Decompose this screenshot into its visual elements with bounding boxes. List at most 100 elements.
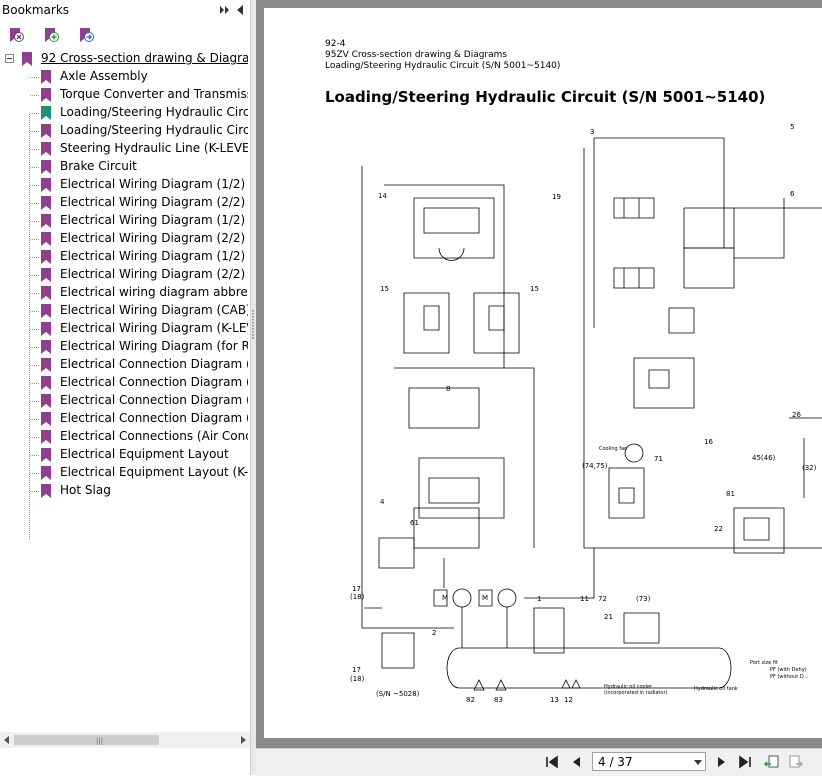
page-number-select[interactable]: 4 / 37 (592, 752, 706, 771)
tree-connector (30, 419, 40, 420)
tree-connector (30, 131, 40, 132)
bookmark-item[interactable]: Loading/Steering Hydraulic Circuit ( (0, 122, 248, 140)
bookmark-item[interactable]: Electrical Connection Diagram (S/N (0, 392, 248, 410)
label-n11: 11 (580, 595, 589, 603)
bookmark-icon (41, 376, 51, 390)
bookmark-item[interactable]: Electrical Wiring Diagram (CAB) (0, 302, 248, 320)
tree-connector (30, 365, 40, 366)
bookmark-item[interactable]: Electrical Wiring Diagram (1/2) (S/I (0, 176, 248, 194)
bookmark-item-label: Electrical Wiring Diagram (CAB) (60, 303, 248, 317)
bookmark-icon (41, 88, 51, 102)
document-viewer[interactable]: 92-4 95ZV Cross-section drawing & Diagra… (256, 0, 822, 748)
bookmark-item[interactable]: Hot Slag (0, 482, 248, 500)
bookmark-item[interactable]: Brake Circuit (0, 158, 248, 176)
bookmark-item-label: Electrical Wiring Diagram (2/2) (S/I (60, 195, 248, 209)
label-n6: 6 (790, 190, 795, 198)
bookmark-icon (41, 268, 51, 282)
label-oil-cooler-note: (incorporated in radiator) (604, 690, 667, 696)
label-n8: 8 (446, 385, 450, 393)
tree-connector (30, 113, 40, 114)
bookmark-item[interactable]: Torque Converter and Transmission (0, 86, 248, 104)
bookmark-icon (41, 304, 51, 318)
bookmark-item[interactable]: Electrical Connection Diagram (K-Li (0, 410, 248, 428)
tree-connector (30, 473, 40, 474)
bookmark-item[interactable]: Electrical Connection Diagram (S/N (0, 374, 248, 392)
bookmark-icon (41, 484, 51, 498)
bookmark-item[interactable]: Electrical wiring diagram abbreviatio (0, 284, 248, 302)
label-n16: 16 (704, 438, 713, 446)
bookmark-item[interactable]: Steering Hydraulic Line (K-LEVER) (0, 140, 248, 158)
bookmarks-panel: Bookmarks 92 Cross-section dr (0, 0, 251, 775)
tree-connector (30, 77, 40, 78)
chevron-down-icon[interactable] (694, 760, 702, 765)
bookmarks-toolbar (0, 22, 250, 48)
bookmark-icon (41, 214, 51, 228)
tree-connector (30, 383, 40, 384)
label-n15b: 15 (530, 285, 539, 293)
next-page-icon[interactable] (714, 754, 730, 770)
label-n5: 5 (790, 123, 794, 131)
hydraulic-schematic: 3 14 19 15 15 8 4 61 17 (18) 17 (18) (S/… (350, 123, 822, 704)
bookmark-item[interactable]: Electrical Wiring Diagram (K-LEVER (0, 320, 248, 338)
horizontal-scrollbar[interactable]: ||| (0, 732, 250, 748)
bookmark-item[interactable]: Electrical Equipment Layout (0, 446, 248, 464)
collapse-panel-icon[interactable] (219, 4, 231, 16)
previous-page-icon[interactable] (568, 754, 584, 770)
bookmark-root[interactable]: 92 Cross-section drawing & Diagrams (0, 50, 248, 68)
label-n14: 14 (378, 192, 387, 200)
label-n32: (32) (802, 464, 817, 472)
bookmark-item-label: Loading/Steering Hydraulic Circuit ( (60, 105, 248, 119)
tree-connector (30, 275, 40, 276)
bookmark-icon (41, 430, 51, 444)
bookmark-item[interactable]: Electrical Connections (Air Conditio (0, 428, 248, 446)
label-n26: 26 (792, 411, 801, 419)
label-n2: 2 (432, 629, 436, 637)
bookmark-item[interactable]: Loading/Steering Hydraulic Circuit ( (0, 104, 248, 122)
bookmark-icon (22, 52, 32, 66)
add-bookmark-icon[interactable] (42, 26, 60, 44)
label-n17b: 17 (352, 666, 361, 674)
tree-connector (30, 491, 40, 492)
label-n4546: 45(46) (752, 454, 776, 462)
page-section: 95ZV Cross-section drawing & Diagrams (325, 50, 508, 60)
collapse-node-icon[interactable] (5, 54, 14, 63)
bookmark-icon (41, 124, 51, 138)
bookmark-item-label: Electrical Wiring Diagram (for Reve (60, 339, 248, 353)
label-n19: 19 (552, 193, 561, 201)
bookmark-item[interactable]: Electrical Connection Diagram (S/N (0, 356, 248, 374)
bookmark-item[interactable]: Electrical Wiring Diagram (2/2) (S/I (0, 194, 248, 212)
bookmark-item[interactable]: Electrical Wiring Diagram (2/2) (S/I (0, 230, 248, 248)
bookmark-item[interactable]: Electrical Wiring Diagram (1/2) (S/I (0, 248, 248, 266)
scroll-right-icon[interactable] (241, 736, 246, 744)
bookmark-item-label: Steering Hydraulic Line (K-LEVER) (60, 141, 248, 155)
tree-connector (30, 257, 40, 258)
next-view-icon[interactable] (788, 754, 804, 770)
first-page-icon[interactable] (544, 754, 560, 770)
label-n17a: 17 (352, 585, 361, 593)
delete-bookmark-icon[interactable] (7, 26, 25, 44)
label-port-size: Port size fit (750, 660, 778, 666)
bookmark-item-label: Electrical Equipment Layout (60, 447, 229, 461)
bookmark-item[interactable]: Axle Assembly (0, 68, 248, 86)
bookmark-icon (41, 142, 51, 156)
bookmark-icon (41, 412, 51, 426)
bookmark-item-label: Hot Slag (60, 483, 111, 497)
bookmark-icon (41, 394, 51, 408)
bookmark-item[interactable]: Electrical Wiring Diagram (for Reve (0, 338, 248, 356)
tree-connector (30, 203, 40, 204)
label-n61: 61 (410, 519, 419, 527)
page-navigation-bar: 4 / 37 (256, 748, 822, 776)
go-to-bookmark-icon[interactable] (77, 26, 95, 44)
bookmark-icon (41, 448, 51, 462)
hide-panel-icon[interactable] (235, 4, 245, 16)
last-page-icon[interactable] (737, 754, 753, 770)
previous-view-icon[interactable] (764, 754, 780, 770)
bookmark-item[interactable]: Electrical Wiring Diagram (2/2) (S/I (0, 266, 248, 284)
bookmark-item[interactable]: Electrical Wiring Diagram (1/2) (S/I (0, 212, 248, 230)
label-oil-tank: Hydraulic oil tank (694, 686, 738, 692)
bookmark-item[interactable]: Electrical Equipment Layout (K-Lev (0, 464, 248, 482)
panel-splitter[interactable] (251, 0, 256, 775)
bookmark-icon (41, 322, 51, 336)
scroll-thumb[interactable]: ||| (14, 735, 159, 745)
scroll-left-icon[interactable] (4, 736, 9, 744)
